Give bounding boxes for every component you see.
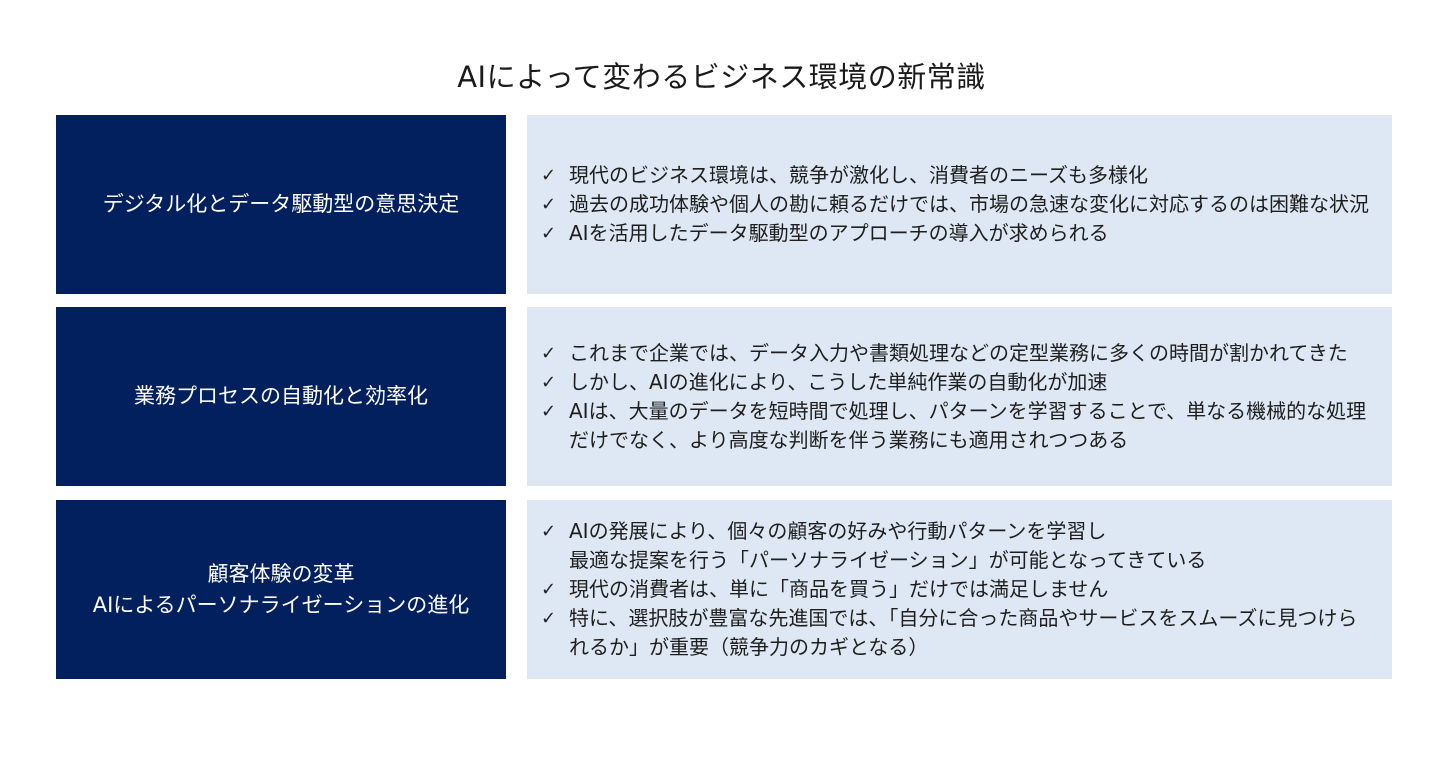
section-content-box: ✓ これまで企業では、データ入力や書類処理などの定型業務に多くの時間が割かれてきた… — [527, 307, 1392, 486]
section-label-box: 業務プロセスの自動化と効率化 — [56, 307, 506, 486]
section-label-box: デジタル化とデータ駆動型の意思決定 — [56, 115, 506, 294]
bullet-text: これまで企業では、データ入力や書類処理などの定型業務に多くの時間が割かれてきた — [569, 340, 1348, 365]
section-automation: 業務プロセスの自動化と効率化 ✓ これまで企業では、データ入力や書類処理などの定型… — [56, 307, 1392, 486]
bullet-item: ✓ AIを活用したデータ駆動型のアプローチの導入が求められる — [541, 219, 1372, 248]
bullet-item: ✓ AIの発展により、個々の顧客の好みや行動パターンを学習し 最適な提案を行う「パ… — [541, 517, 1372, 575]
page-title: AIによって変わるビジネス環境の新常識 — [457, 60, 986, 94]
bullet-text: AIは、大量のデータを短時間で処理し、パターンを学習することで、単なる機械的な処… — [569, 398, 1367, 452]
bullet-item: ✓ AIは、大量のデータを短時間で処理し、パターンを学習することで、単なる機械的な… — [541, 397, 1372, 455]
check-icon: ✓ — [541, 165, 557, 186]
bullet-item: ✓ これまで企業では、データ入力や書類処理などの定型業務に多くの時間が割かれてきた — [541, 339, 1372, 368]
bullet-text: 過去の成功体験や個人の勘に頼るだけでは、市場の急速な変化に対応するのは困難な状況 — [569, 192, 1369, 216]
bullet-text: 現代の消費者は、単に「商品を買う」だけでは満足しません — [569, 577, 1109, 601]
bullet-item: ✓ 特に、選択肢が豊富な先進国では、「自分に合った商品やサービスをスムーズに見つけ… — [541, 604, 1372, 662]
section-label-line-1: 顧客体験の変革 — [207, 561, 355, 586]
bullet-text: AIを活用したデータ駆動型のアプローチの導入が求められる — [569, 221, 1109, 245]
bullet-item: ✓ 現代のビジネス環境は、競争が激化し、消費者のニーズも多様化 — [541, 161, 1372, 190]
section-label: デジタル化とデータ駆動型の意思決定 — [102, 192, 460, 216]
check-icon: ✓ — [541, 521, 557, 542]
check-icon: ✓ — [541, 608, 557, 629]
bullet-text: 特に、選択肢が豊富な先進国では、「自分に合った商品やサービスをスムーズに見つけら… — [569, 606, 1358, 659]
check-icon: ✓ — [541, 579, 557, 600]
bullet-text: しかし、AIの進化により、こうした単純作業の自動化が加速 — [569, 369, 1108, 394]
check-icon: ✓ — [541, 400, 557, 422]
bullet-text: AIの発展により、個々の顧客の好みや行動パターンを学習し 最適な提案を行う「パー… — [569, 519, 1207, 572]
section-customer-experience: 顧客体験の変革 AIによるパーソナライゼーションの進化 ✓ AIの発展により、個々… — [56, 500, 1392, 679]
check-icon: ✓ — [541, 371, 557, 393]
section-content-box: ✓ 現代のビジネス環境は、競争が激化し、消費者のニーズも多様化 ✓ 過去の成功体験や… — [527, 115, 1392, 294]
check-icon: ✓ — [541, 223, 557, 244]
bullet-item: ✓ 現代の消費者は、単に「商品を買う」だけでは満足しません — [541, 575, 1372, 604]
section-label-line-2: AIによるパーソナライゼーションの進化 — [92, 592, 470, 617]
section-content-box: ✓ AIの発展により、個々の顧客の好みや行動パターンを学習し 最適な提案を行う「パ… — [527, 500, 1392, 679]
check-icon: ✓ — [541, 342, 557, 364]
check-icon: ✓ — [541, 194, 557, 215]
section-label: 業務プロセスの自動化と効率化 — [134, 384, 428, 408]
bullet-item: ✓ しかし、AIの進化により、こうした単純作業の自動化が加速 — [541, 368, 1372, 397]
section-digitalization: デジタル化とデータ駆動型の意思決定 ✓ 現代のビジネス環境は、競争が激化し、消費者… — [56, 115, 1392, 294]
section-label-box: 顧客体験の変革 AIによるパーソナライゼーションの進化 — [56, 500, 506, 679]
bullet-item: ✓ 過去の成功体験や個人の勘に頼るだけでは、市場の急速な変化に対応するのは困難な状… — [541, 190, 1372, 219]
bullet-text: 現代のビジネス環境は、競争が激化し、消費者のニーズも多様化 — [569, 163, 1148, 187]
